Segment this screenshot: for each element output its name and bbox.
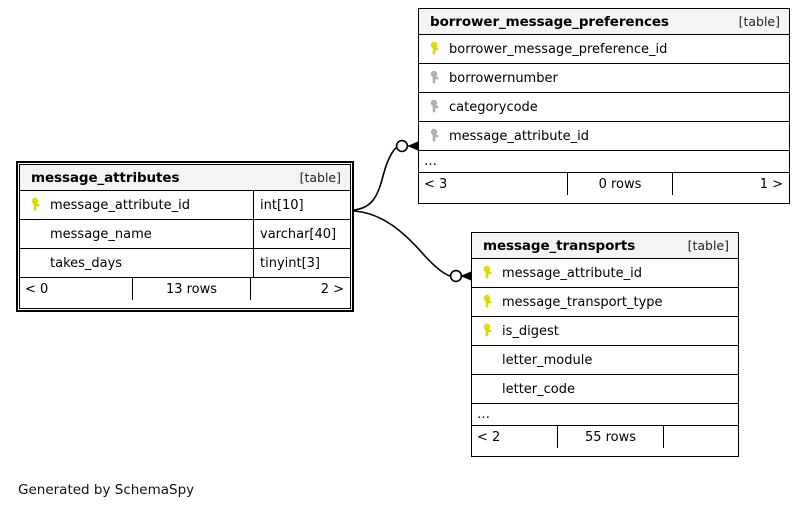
row-count-cell: 55 rows [557,426,664,448]
table-title: message_attributes [31,169,180,186]
index-key-icon [427,99,447,115]
column-name: categorycode [449,99,538,115]
optional-marker [449,269,463,283]
relationship-attributes-to-preferences [353,139,419,211]
relationship-attributes-to-transports [353,210,472,283]
primary-key-icon [427,41,447,57]
child-count: 2 > [320,281,344,297]
more-columns-indicator: … [419,151,789,173]
row-count: 55 rows [584,429,637,445]
column-name-cell: message_attribute_id [472,265,738,281]
column-name-cell: message_transport_type [472,294,738,310]
column-name-cell: is_digest [472,323,738,339]
table-body: message_transports [table] message_attri… [472,233,738,456]
column-name: message_attribute_id [502,265,642,281]
table-body: message_attributes [table] message_attri… [19,164,351,309]
column-name: letter_code [502,381,575,397]
primary-key-icon [480,323,500,339]
table-message-transports[interactable]: message_transports [table] message_attri… [471,232,739,457]
table-row[interactable]: message_attribute_id [419,122,789,151]
generated-by-caption: Generated by SchemaSpy [18,482,195,498]
parent-count: < 0 [25,281,49,297]
column-name: is_digest [502,323,559,339]
parent-count: < 2 [477,429,501,445]
column-name-cell: takes_days [20,255,253,271]
column-name: borrower_message_preference_id [449,41,668,57]
parent-count-cell: < 0 [20,278,132,300]
table-message-attributes[interactable]: message_attributes [table] message_attri… [16,161,354,312]
table-row[interactable]: message_name varchar[40] [20,220,350,249]
no-key-spacer [28,226,48,242]
parent-count: < 3 [424,176,448,192]
table-row[interactable]: categorycode [419,93,789,122]
table-footer: < 2 55 rows [472,426,738,448]
table-row[interactable]: letter_code [472,375,738,404]
child-count-cell [664,426,738,448]
index-key-icon [427,70,447,86]
table-row[interactable]: takes_days tinyint[3] [20,249,350,278]
table-kind-label: [table] [738,14,780,29]
child-count: 1 > [759,176,783,192]
column-name: letter_module [502,352,593,368]
column-type: varchar[40] [253,220,350,248]
column-name: message_name [50,226,152,242]
table-header: message_attributes [table] [20,165,350,191]
column-name: message_attribute_id [50,197,190,213]
row-count: 0 rows [598,176,642,192]
column-name: takes_days [50,255,123,271]
column-name: message_transport_type [502,294,663,310]
no-key-spacer [480,381,500,397]
parent-count-cell: < 2 [472,426,557,448]
row-count: 13 rows [165,281,218,297]
table-row[interactable]: message_attribute_id int[10] [20,191,350,220]
column-name-cell: message_attribute_id [419,128,789,144]
more-columns-label: … [477,407,491,422]
table-kind-label: [table] [687,238,729,253]
table-kind-label: [table] [299,170,341,185]
table-footer: < 3 0 rows 1 > [419,173,789,195]
table-row[interactable]: letter_module [472,346,738,375]
table-title: message_transports [483,237,636,254]
column-name-cell: letter_module [472,352,738,368]
more-columns-indicator: … [472,404,738,426]
optional-marker [395,139,409,153]
column-name-cell: message_name [20,226,253,242]
no-key-spacer [28,255,48,271]
column-name: message_attribute_id [449,128,589,144]
child-count-cell: 1 > [673,173,789,195]
parent-count-cell: < 3 [419,173,567,195]
table-header: message_transports [table] [472,233,738,259]
child-count-cell: 2 > [251,278,350,300]
table-row[interactable]: message_attribute_id [472,259,738,288]
table-header: borrower_message_preferences [table] [419,9,789,35]
column-name-cell: borrowernumber [419,70,789,86]
primary-key-icon [480,294,500,310]
column-type: tinyint[3] [253,249,350,277]
column-name-cell: message_attribute_id [20,197,253,213]
column-name: borrowernumber [449,70,558,86]
table-borrower-message-preferences[interactable]: borrower_message_preferences [table] bor… [418,8,790,204]
more-columns-label: … [424,154,438,169]
column-name-cell: letter_code [472,381,738,397]
column-type: int[10] [253,191,350,219]
index-key-icon [427,128,447,144]
column-name-cell: categorycode [419,99,789,115]
row-count-cell: 0 rows [567,173,673,195]
row-count-cell: 13 rows [132,278,251,300]
table-body: borrower_message_preferences [table] bor… [419,9,789,203]
column-name-cell: borrower_message_preference_id [419,41,789,57]
table-row[interactable]: borrower_message_preference_id [419,35,789,64]
table-row[interactable]: is_digest [472,317,738,346]
table-title: borrower_message_preferences [430,13,669,30]
table-row[interactable]: borrowernumber [419,64,789,93]
primary-key-icon [480,265,500,281]
table-row[interactable]: message_transport_type [472,288,738,317]
primary-key-icon [28,197,48,213]
table-footer: < 0 13 rows 2 > [20,278,350,300]
no-key-spacer [480,352,500,368]
